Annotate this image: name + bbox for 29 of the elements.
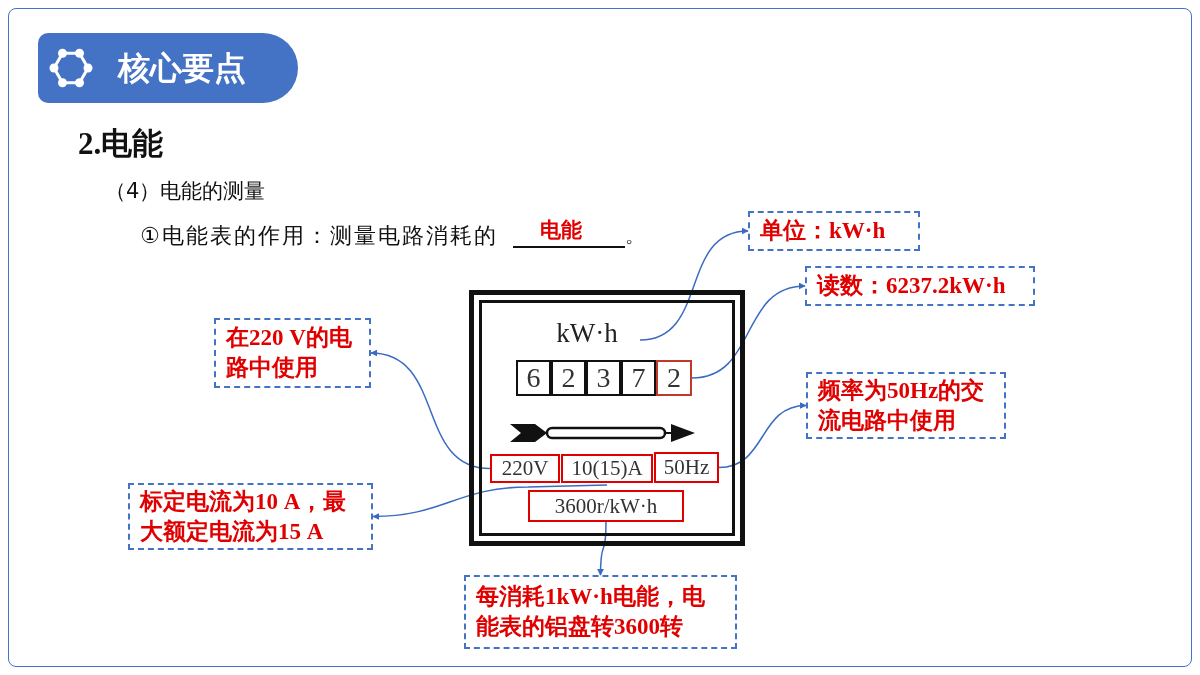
digit-box: 7 — [621, 360, 656, 396]
callout-box: 标定电流为10 A，最大额定电流为15 A — [128, 483, 373, 550]
punctuation: 。 — [625, 222, 645, 248]
rating-box: 3600r/kW·h — [528, 490, 684, 522]
unit-text: kW·h — [530, 314, 644, 352]
callout-box: 读数：6237.2kW·h — [805, 266, 1035, 306]
callout-box: 每消耗1kW·h电能，电能表的铝盘转3600转 — [464, 575, 737, 649]
arrow — [370, 350, 491, 470]
digit-box: 2 — [656, 360, 692, 396]
arrow — [372, 484, 608, 520]
digit-box: 3 — [586, 360, 621, 396]
section-heading: 2.电能 — [78, 125, 164, 162]
arrow — [691, 283, 806, 379]
arrow — [718, 402, 807, 469]
rating-box: 220V — [490, 454, 560, 483]
title-text: 核心要点 — [118, 48, 246, 88]
digit-box: 2 — [551, 360, 586, 396]
question-text: ①电能表的作用：测量电路消耗的 — [140, 222, 498, 250]
arrow — [639, 228, 749, 341]
electric-meter — [469, 290, 745, 546]
subheading: （4）电能的测量 — [105, 178, 266, 205]
callout-box: 频率为50Hz的交流电路中使用 — [806, 372, 1006, 439]
callout-box: 单位：kW·h — [748, 211, 920, 251]
digit-box: 6 — [516, 360, 551, 396]
answer-text: 电能 — [540, 217, 582, 244]
callout-box: 在220 V的电路中使用 — [214, 318, 371, 388]
rating-box: 10(15)A — [561, 454, 653, 483]
rating-box: 50Hz — [654, 452, 719, 483]
arrow — [597, 521, 607, 576]
